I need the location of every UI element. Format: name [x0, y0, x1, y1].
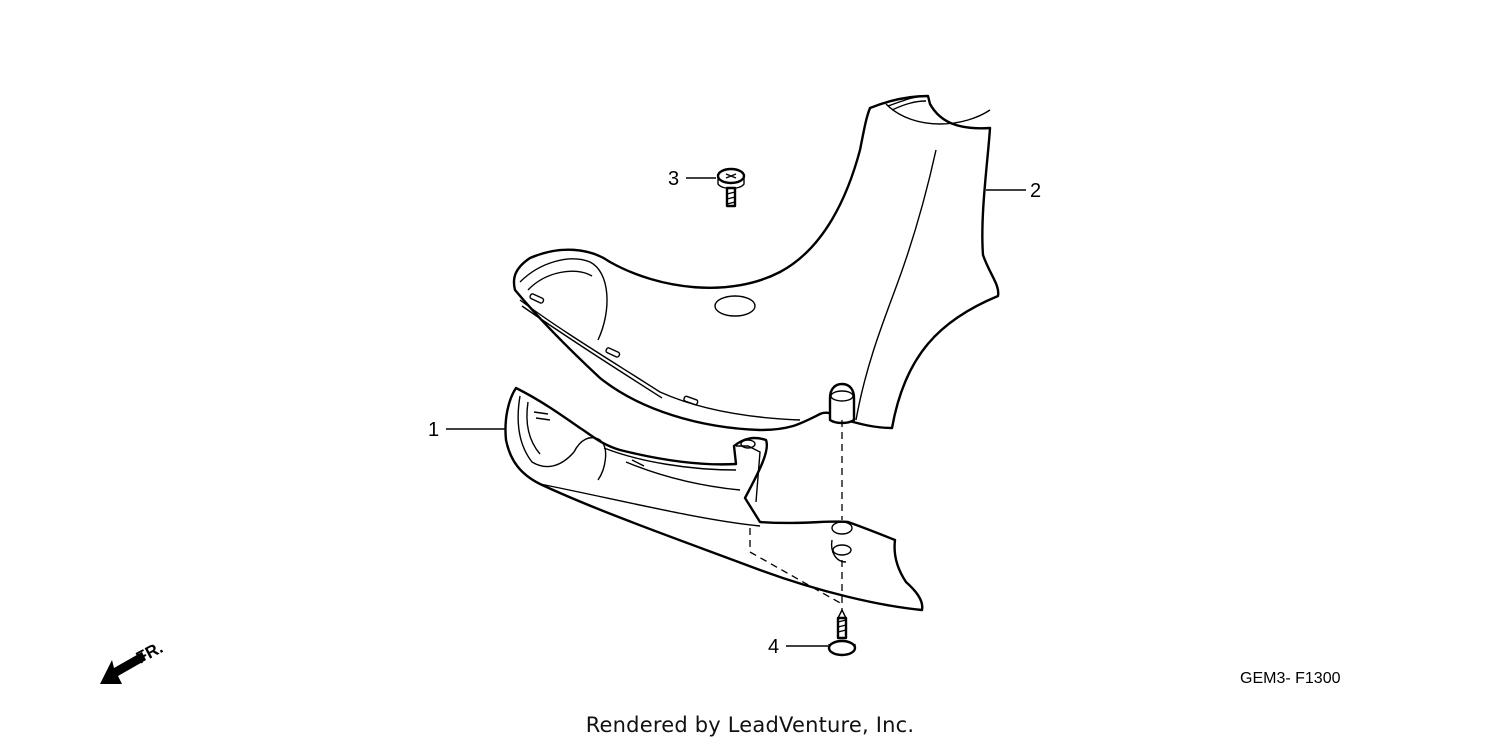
front-direction-arrow: FR. — [100, 638, 166, 684]
part-2-handlebar-upper-cover[interactable] — [512, 94, 1000, 432]
part-1-handlebar-lower-cover[interactable] — [504, 386, 924, 612]
callout-label-4: 4 — [768, 636, 779, 658]
part-4-screw[interactable] — [827, 608, 857, 657]
figure-code: GEM3- F1300 — [1240, 670, 1341, 687]
alignment-dashed-line — [749, 528, 843, 605]
rendered-by-footer: Rendered by LeadVenture, Inc. — [585, 713, 915, 737]
callout-label-2: 2 — [1030, 180, 1041, 202]
callout-3: 3 — [668, 168, 716, 190]
part-3-screw[interactable] — [716, 167, 746, 208]
callout-label-1: 1 — [428, 419, 439, 441]
callout-4: 4 — [768, 636, 828, 658]
callout-2: 2 — [986, 180, 1041, 202]
callout-label-3: 3 — [668, 168, 679, 190]
callout-1: 1 — [428, 419, 506, 441]
